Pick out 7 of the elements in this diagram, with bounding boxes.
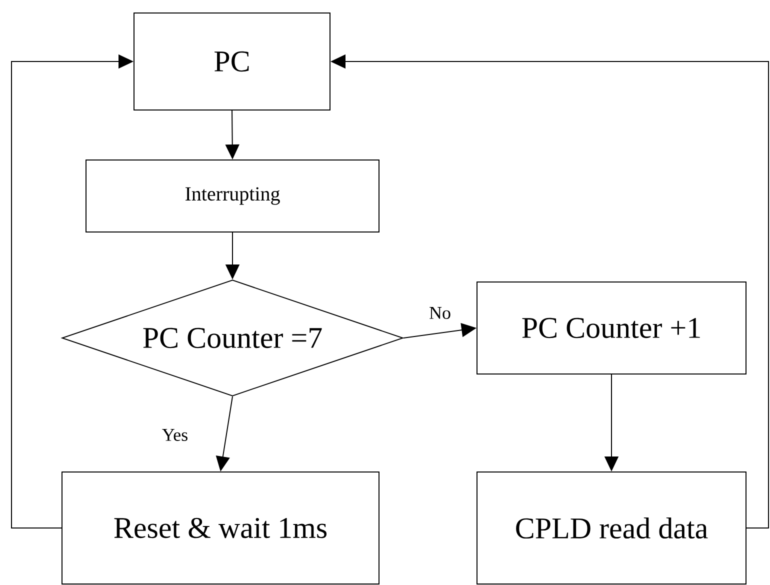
edge-label: Yes: [160, 428, 190, 442]
process-box: Interrupting: [86, 160, 380, 232]
edge-label: No: [428, 306, 452, 320]
process-box: PC: [134, 12, 330, 110]
process-box: CPLD read data: [476, 472, 746, 584]
process-box: Reset & wait 1ms: [62, 472, 380, 584]
process-box: PC Counter +1: [476, 282, 746, 374]
